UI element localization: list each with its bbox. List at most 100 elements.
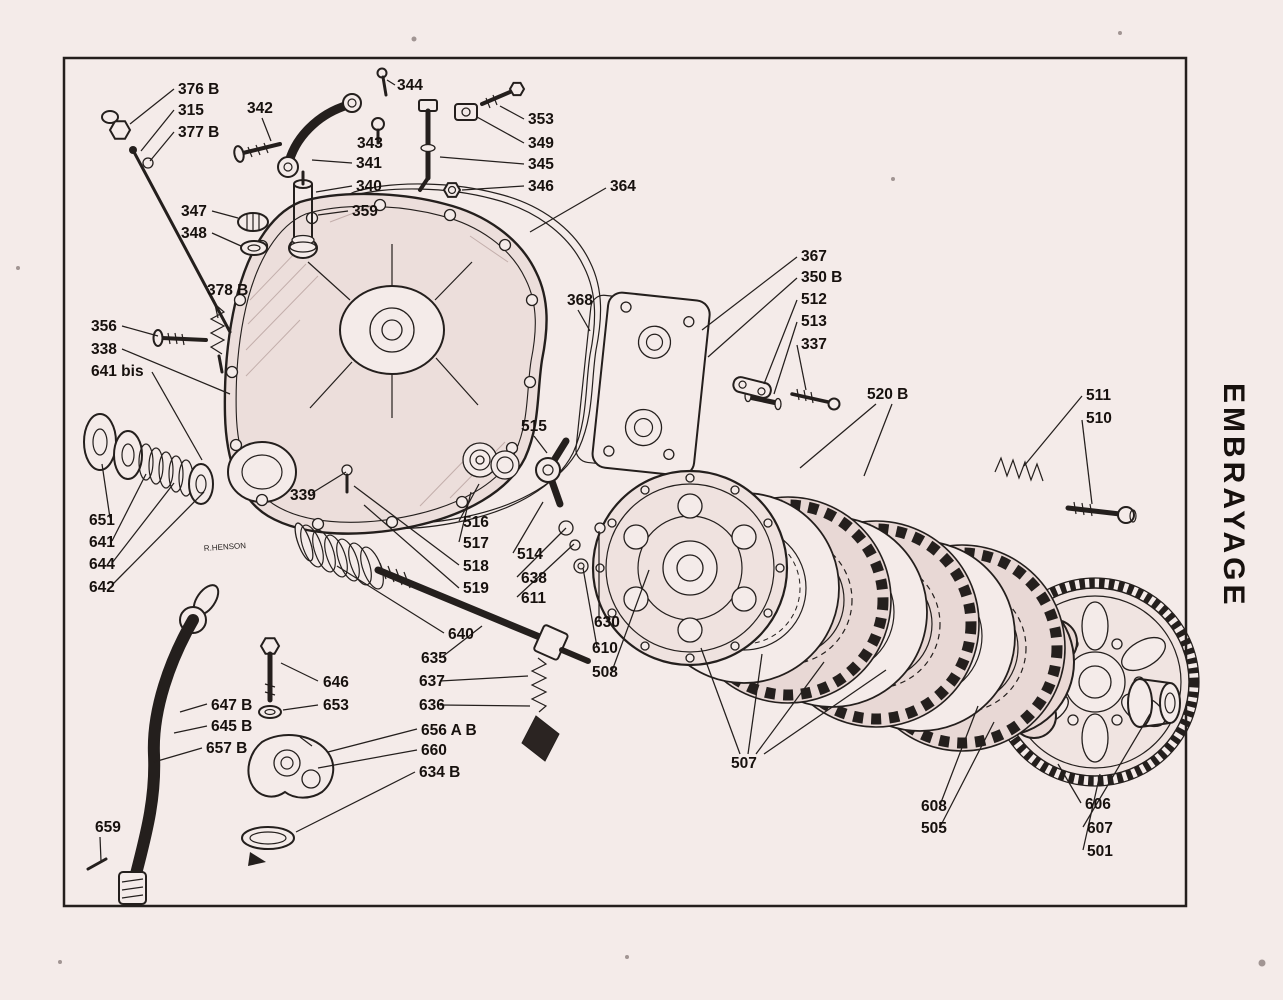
plate-screw (790, 388, 841, 411)
part-label: 350 B (801, 269, 842, 286)
part-label: 347 (181, 203, 207, 220)
part-label: 514 (517, 546, 543, 563)
part-label: 339 (290, 487, 316, 504)
operating-rod (374, 562, 591, 664)
diagram-border (62, 56, 1188, 908)
part-label: 377 B (178, 124, 219, 141)
part-label: 378 B (207, 282, 248, 299)
part-label: 608 (921, 798, 947, 815)
part-label: 342 (247, 100, 273, 117)
leader-line (280, 662, 319, 682)
part-label: 345 (528, 156, 554, 173)
part-label: 518 (463, 558, 489, 575)
part-label: 343 (357, 135, 383, 152)
part-label: 315 (178, 102, 204, 119)
part-label: 344 (397, 77, 423, 94)
part-label: 519 (463, 580, 489, 597)
part-label: 641 (89, 534, 115, 551)
leader-line (533, 435, 548, 454)
leader-line (512, 501, 544, 554)
page-title: EMBRAYAGE (1217, 383, 1250, 609)
part-label: 646 (323, 674, 349, 691)
adjuster-screw (233, 142, 282, 163)
part-label: 348 (181, 225, 207, 242)
leader-line (363, 504, 460, 589)
cable-clamp (454, 103, 478, 121)
leader-line (799, 403, 877, 469)
part-label: 501 (1087, 843, 1113, 860)
leader-line (121, 348, 231, 395)
part-label: 353 (528, 111, 554, 128)
leader-line (376, 129, 380, 143)
clutch-cover (223, 192, 548, 535)
clutch-hub (573, 469, 789, 667)
part-label: 516 (463, 514, 489, 531)
lock-plate (732, 376, 772, 399)
leader-line (582, 567, 598, 648)
leader-line (336, 565, 445, 634)
part-label: 515 (521, 418, 547, 435)
part-label: 376 B (178, 81, 219, 98)
leader-line (311, 159, 353, 164)
leader-line (121, 325, 159, 337)
part-label: 512 (801, 291, 827, 308)
clamp-bolt (480, 81, 526, 109)
leader-line (353, 485, 460, 566)
bearing-plate (591, 291, 711, 477)
leader-line (1081, 419, 1093, 505)
leader-line (476, 116, 525, 144)
worm-shaft (418, 99, 438, 192)
detent-spring (209, 305, 226, 374)
part-label: 638 (521, 570, 547, 587)
release-bearings (462, 442, 520, 480)
leader-line (129, 88, 175, 125)
part-label: 637 (419, 673, 445, 690)
leader-line (213, 299, 219, 319)
part-label: 340 (356, 178, 382, 195)
leader-line (327, 728, 418, 753)
part-label: 642 (89, 579, 115, 596)
part-label: 660 (421, 742, 447, 759)
part-label: 359 (352, 203, 378, 220)
part-label: 656 A B (421, 722, 477, 739)
leader-line (153, 747, 203, 763)
part-label: 651 (89, 512, 115, 529)
leader-line (211, 232, 242, 247)
filler-plug (237, 212, 269, 256)
pivot-bolt (371, 117, 385, 145)
part-label: 367 (801, 248, 827, 265)
leader-line (295, 771, 416, 833)
part-label: 611 (521, 590, 546, 607)
leader-line (211, 210, 239, 219)
leader-line (499, 105, 525, 120)
leader-line (763, 669, 887, 755)
leader-line (707, 277, 798, 358)
leader-line (763, 299, 798, 385)
leader-line (315, 185, 353, 193)
bracket-bolt (259, 637, 281, 703)
leader-line (1082, 773, 1101, 851)
leader-line (458, 491, 472, 543)
part-label: 507 (731, 755, 757, 772)
part-label: 337 (801, 336, 827, 353)
leader-line (796, 344, 807, 391)
leader-line (317, 210, 349, 216)
part-label: 341 (356, 155, 382, 172)
part-label: 653 (323, 697, 349, 714)
part-label: 607 (1087, 820, 1113, 837)
leader-line (1057, 763, 1082, 804)
part-label: 606 (1085, 796, 1111, 813)
leader-line (939, 705, 979, 806)
leader-line (99, 836, 102, 862)
leader-line (461, 185, 525, 191)
part-label: 610 (592, 640, 618, 657)
leader-line (111, 473, 147, 542)
rubbing-block (521, 715, 560, 762)
side-screw (152, 329, 208, 347)
pawl-bracket (247, 734, 335, 799)
leader-line (939, 721, 995, 828)
kickstart-lever (86, 584, 220, 905)
part-label: 647 B (211, 697, 252, 714)
leader-line (140, 109, 175, 152)
